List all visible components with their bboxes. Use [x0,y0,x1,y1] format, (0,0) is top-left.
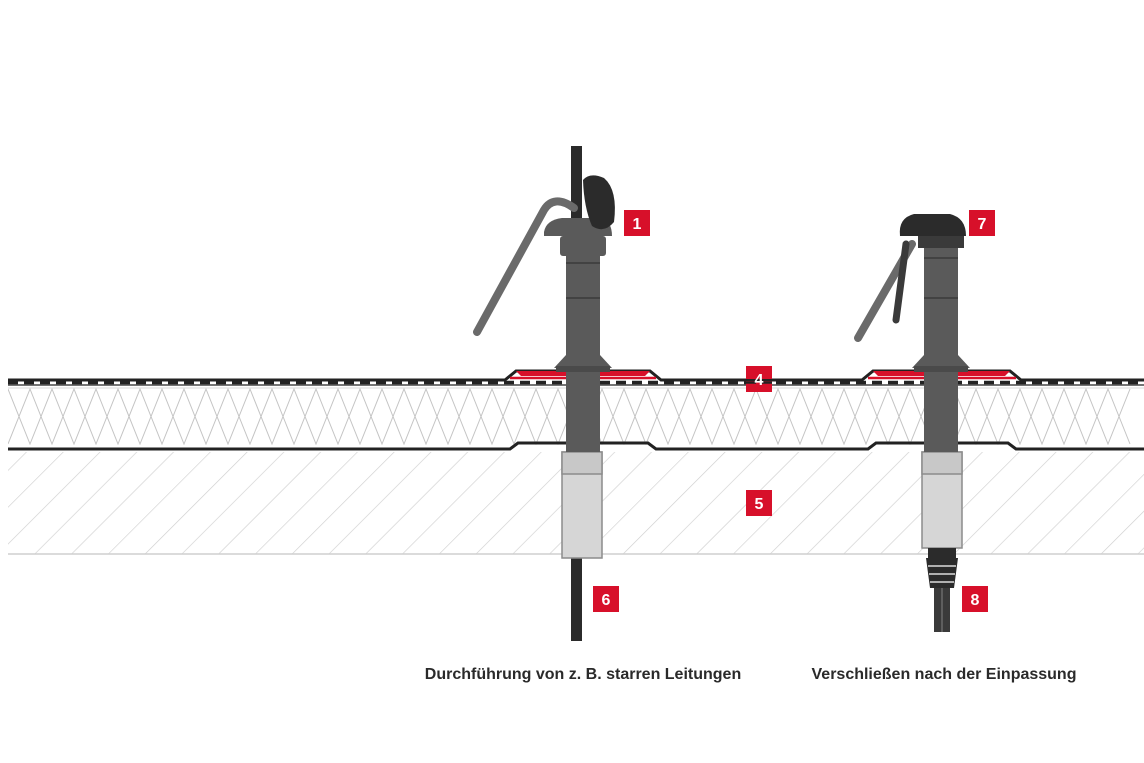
label-8: 8 [962,586,988,612]
vapour-barrier [8,441,1144,451]
svg-text:6: 6 [602,592,611,609]
svg-text:4: 4 [755,372,764,389]
svg-text:7: 7 [978,216,987,233]
end-plug [926,548,958,632]
right-penetration [854,214,1016,632]
cap-right [899,214,966,248]
pipe-body-left [566,255,600,452]
left-penetration [473,146,656,641]
strap-left [473,197,578,336]
label-1: 1 [624,210,650,236]
label-4: 4 [746,366,772,392]
svg-text:1: 1 [633,216,642,233]
label-6: 6 [593,586,619,612]
caption-right: Verschließen nach der Einpassung [812,666,1077,683]
pipe-body-right [924,245,958,452]
svg-text:5: 5 [755,496,764,513]
svg-text:8: 8 [971,592,980,609]
label-7: 7 [969,210,995,236]
label-5: 5 [746,490,772,516]
cap-left [583,175,615,230]
caption-left: Durchführung von z. B. starren Leitungen [425,666,741,683]
